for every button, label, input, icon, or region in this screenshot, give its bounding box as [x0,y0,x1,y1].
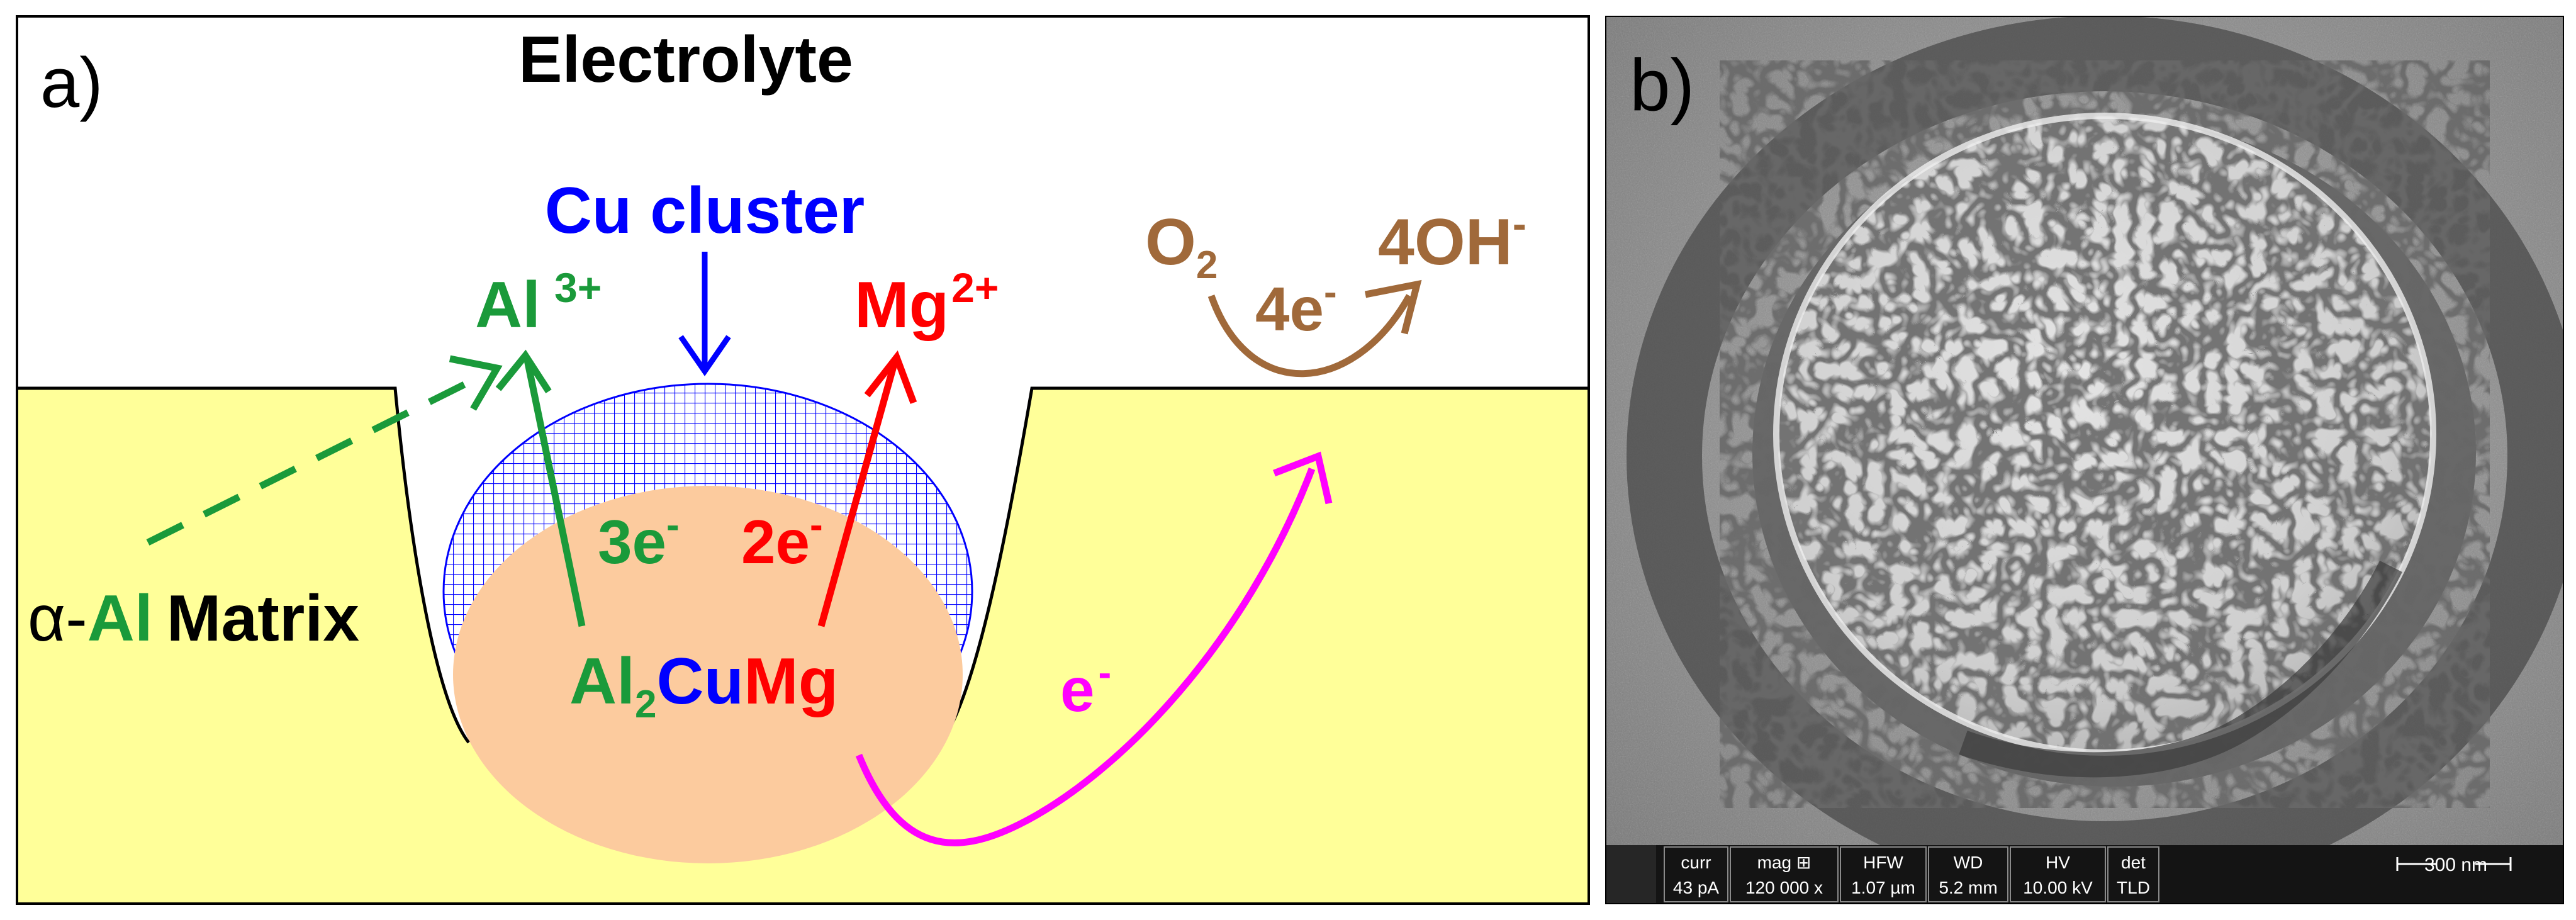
sem-info-header: HFW [1863,853,1903,872]
two-electrons-label: 2e- [741,503,823,576]
oxygen-reduction-arrow [1207,294,1413,378]
sem-info-value: 43 pA [1673,878,1719,897]
sem-info-bar: curr 43 pA mag ⊞ 120 000 x HFW 1.07 µm WD 5.2 m… [1606,845,2563,904]
sem-info-header: det [2121,853,2146,872]
sem-info-value: 10.00 kV [2023,878,2093,897]
sem-info-cell: HV 10.00 kV [2010,846,2106,902]
cu-cluster-label: Cu cluster [545,174,865,247]
four-electrons-label: 4e- [1255,271,1337,344]
sem-info-cell: HFW 1.07 µm [1840,846,1927,902]
sem-info-header: WD [1954,853,1983,872]
sem-crack [1959,561,2402,778]
cu-arrow-head [678,335,731,376]
sem-info-value: 5.2 mm [1939,878,1997,897]
sem-info-cell: curr 43 pA [1664,846,1728,902]
sem-info-value: 120 000 x [1745,878,1823,897]
pit-wall-left [18,386,470,744]
mg-arrowhead [864,350,917,404]
sem-info-value: TLD [2117,878,2150,897]
sem-info-header: mag ⊞ [1757,853,1812,872]
electrolyte-label: Electrolyte [518,23,853,96]
sem-info-header: HV [2046,853,2070,872]
sem-info-cell: WD 5.2 mm [1928,846,2008,902]
panel-a-label: a) [40,43,103,122]
three-electrons-label: 3e- [598,503,680,576]
oxygen-reduction-arrowhead [1364,279,1422,335]
mg-arrow [817,361,899,627]
al-particle-arrowhead [495,349,552,393]
electron-label: e- [1060,651,1111,724]
mg-ion-label: Mg2+ [854,264,999,342]
sem-info-cell: mag ⊞ 120 000 x [1730,846,1839,902]
sem-info-value: 1.07 µm [1851,878,1915,897]
panel-b: b) curr 43 pA mag ⊞ 120 000 x HFW 1.07 µm WD 5.… [1606,16,2563,904]
sem-scale-label: 300 nm [2424,855,2487,875]
al-particle-arrow [524,359,586,627]
panel-b-label: b) [1630,44,1694,126]
oxygen-label: O2 [1145,206,1218,287]
panel-b-frame [1605,16,2564,904]
sem-particle-texture [1784,123,2426,746]
al-matrix-dashed-arrowhead [449,355,503,411]
alpha-al-matrix [18,388,1588,902]
hydroxide-label: 4OH- [1378,200,1526,279]
sem-info-header: curr [1681,853,1711,872]
electron-flow-arrow [855,468,1316,846]
particle-formula: Al2CuMg [569,645,838,726]
electron-flow-arrowhead [1273,451,1333,505]
